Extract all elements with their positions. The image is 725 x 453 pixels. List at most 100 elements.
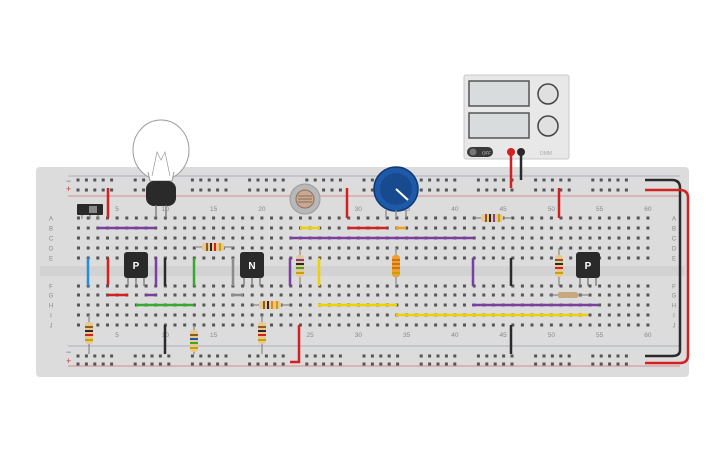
breadboard-hole[interactable] xyxy=(646,256,650,260)
breadboard-hole[interactable] xyxy=(511,256,515,260)
breadboard-hole[interactable] xyxy=(607,293,611,297)
breadboard-hole[interactable] xyxy=(202,236,206,240)
breadboard-hole[interactable] xyxy=(106,313,109,317)
breadboard-hole[interactable] xyxy=(134,293,138,297)
breadboard-hole[interactable] xyxy=(256,362,260,366)
breadboard-hole[interactable] xyxy=(322,362,326,366)
breadboard-hole[interactable] xyxy=(318,216,322,220)
breadboard-hole[interactable] xyxy=(241,216,245,220)
breadboard-hole[interactable] xyxy=(110,188,114,192)
breadboard-hole[interactable] xyxy=(150,362,154,366)
breadboard-hole[interactable] xyxy=(627,226,631,230)
breadboard-hole[interactable] xyxy=(542,362,546,366)
breadboard-hole[interactable] xyxy=(347,293,351,297)
breadboard-hole[interactable] xyxy=(569,216,573,220)
breadboard-hole[interactable] xyxy=(569,236,573,240)
transistor-p-1[interactable]: P xyxy=(124,252,148,286)
breadboard-hole[interactable] xyxy=(627,216,631,220)
breadboard-hole[interactable] xyxy=(362,178,366,182)
breadboard-hole[interactable] xyxy=(221,293,225,297)
breadboard-hole[interactable] xyxy=(330,362,334,366)
breadboard-hole[interactable] xyxy=(362,188,366,192)
breadboard-hole[interactable] xyxy=(305,178,309,182)
breadboard-hole[interactable] xyxy=(559,216,563,220)
breadboard-hole[interactable] xyxy=(419,178,423,182)
breadboard-hole[interactable] xyxy=(279,236,283,240)
breadboard-hole[interactable] xyxy=(202,313,206,317)
breadboard-hole[interactable] xyxy=(502,362,506,366)
breadboard-hole[interactable] xyxy=(86,313,90,317)
breadboard-hole[interactable] xyxy=(289,216,293,220)
breadboard-hole[interactable] xyxy=(192,293,196,297)
breadboard-hole[interactable] xyxy=(241,246,245,250)
breadboard-hole[interactable] xyxy=(588,236,592,240)
breadboard-hole[interactable] xyxy=(264,178,268,182)
breadboard-hole[interactable] xyxy=(453,178,457,182)
breadboard-hole[interactable] xyxy=(646,226,650,230)
breadboard-hole[interactable] xyxy=(491,246,495,250)
breadboard-hole[interactable] xyxy=(627,236,631,240)
breadboard-hole[interactable] xyxy=(434,246,438,250)
breadboard-hole[interactable] xyxy=(617,284,621,288)
breadboard-hole[interactable] xyxy=(256,188,260,192)
breadboard-hole[interactable] xyxy=(224,362,228,366)
breadboard-hole[interactable] xyxy=(202,226,206,230)
breadboard-hole[interactable] xyxy=(385,226,389,230)
breadboard-hole[interactable] xyxy=(212,236,216,240)
breadboard-hole[interactable] xyxy=(617,216,621,220)
breadboard-hole[interactable] xyxy=(476,354,480,358)
breadboard-hole[interactable] xyxy=(183,313,187,317)
breadboard-hole[interactable] xyxy=(327,256,331,260)
breadboard-hole[interactable] xyxy=(424,226,428,230)
breadboard-hole[interactable] xyxy=(443,293,447,297)
breadboard-hole[interactable] xyxy=(520,293,524,297)
breadboard-hole[interactable] xyxy=(173,323,177,327)
breadboard-hole[interactable] xyxy=(250,246,254,250)
breadboard-hole[interactable] xyxy=(502,354,506,358)
breadboard-hole[interactable] xyxy=(256,178,260,182)
breadboard-hole[interactable] xyxy=(270,246,273,250)
breadboard-hole[interactable] xyxy=(308,293,312,297)
breadboard-hole[interactable] xyxy=(327,284,331,288)
breadboard-hole[interactable] xyxy=(559,178,563,182)
photoresistor[interactable] xyxy=(289,183,321,215)
breadboard-hole[interactable] xyxy=(279,313,283,317)
breadboard-hole[interactable] xyxy=(542,178,546,182)
breadboard-hole[interactable] xyxy=(627,293,631,297)
breadboard-hole[interactable] xyxy=(588,226,592,230)
breadboard-hole[interactable] xyxy=(212,323,216,327)
breadboard-hole[interactable] xyxy=(356,293,360,297)
breadboard-hole[interactable] xyxy=(559,236,563,240)
breadboard-hole[interactable] xyxy=(318,246,322,250)
breadboard-hole[interactable] xyxy=(567,354,571,358)
breadboard-hole[interactable] xyxy=(356,256,360,260)
breadboard-hole[interactable] xyxy=(270,323,273,327)
breadboard-hole[interactable] xyxy=(110,178,114,182)
breadboard-hole[interactable] xyxy=(549,226,553,230)
breadboard-hole[interactable] xyxy=(646,284,650,288)
breadboard-hole[interactable] xyxy=(578,226,582,230)
breadboard-hole[interactable] xyxy=(330,354,334,358)
breadboard-hole[interactable] xyxy=(608,178,612,182)
breadboard-hole[interactable] xyxy=(192,216,196,220)
breadboard-hole[interactable] xyxy=(493,188,497,192)
breadboard-hole[interactable] xyxy=(385,284,389,288)
breadboard-hole[interactable] xyxy=(511,293,515,297)
wire-red[interactable] xyxy=(290,325,301,364)
breadboard-hole[interactable] xyxy=(356,216,360,220)
breadboard-hole[interactable] xyxy=(115,284,119,288)
breadboard-hole[interactable] xyxy=(530,246,534,250)
breadboard-hole[interactable] xyxy=(231,246,235,250)
breadboard-hole[interactable] xyxy=(379,362,383,366)
breadboard-hole[interactable] xyxy=(167,362,171,366)
breadboard-hole[interactable] xyxy=(142,178,146,182)
breadboard-hole[interactable] xyxy=(376,293,380,297)
breadboard-hole[interactable] xyxy=(260,226,264,230)
breadboard-hole[interactable] xyxy=(424,284,428,288)
breadboard-hole[interactable] xyxy=(362,362,366,366)
breadboard-hole[interactable] xyxy=(154,313,158,317)
breadboard-hole[interactable] xyxy=(591,188,595,192)
breadboard-hole[interactable] xyxy=(476,362,480,366)
breadboard-hole[interactable] xyxy=(520,323,524,327)
breadboard-hole[interactable] xyxy=(241,313,245,317)
